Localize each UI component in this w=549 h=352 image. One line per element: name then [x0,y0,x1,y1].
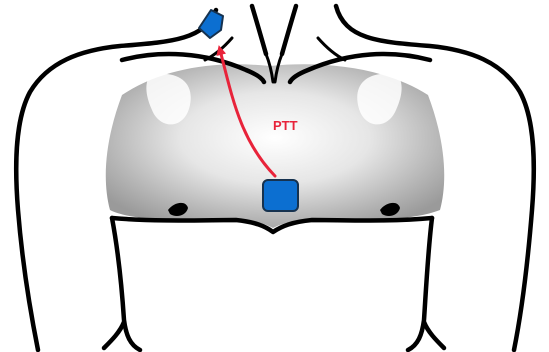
ptt-label: PTT [273,118,298,133]
chest-sensor [263,180,298,211]
neck-sensor [199,10,223,38]
